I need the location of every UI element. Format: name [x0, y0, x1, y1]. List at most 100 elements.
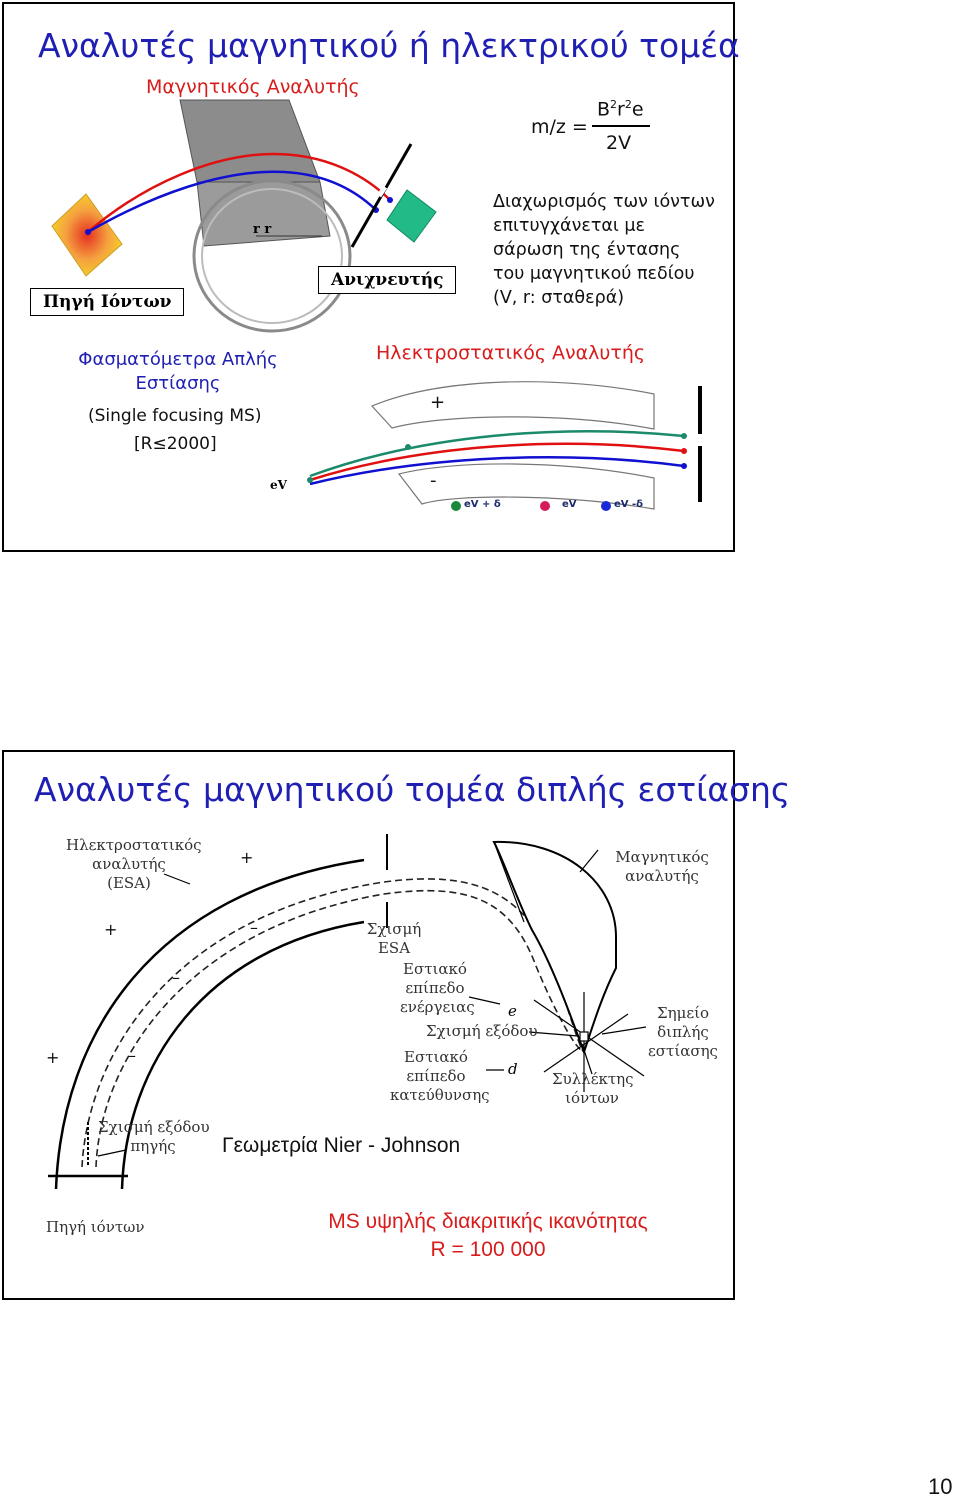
nier-johnson-geometry: Γεωμετρία Nier - Johnson: [222, 1134, 461, 1157]
formula-numerator: B2r2e: [597, 98, 644, 120]
ion-collector-line-1: Συλλέκτης: [552, 1070, 634, 1088]
ion-beam-red: [87, 152, 391, 233]
formula-sup1: 2: [610, 98, 618, 111]
formula-lhs: m/z =: [531, 116, 588, 138]
beam-end-red: [387, 197, 393, 203]
energy-plane-line-2: επίπεδο: [405, 979, 465, 997]
field-circle-outer: [192, 179, 352, 333]
esa-label: Ηλεκτροστατικός αναλυτής (ESA): [66, 836, 202, 893]
legend-label-ev-plus: eV + δ: [464, 499, 501, 510]
single-focus-heading: Φασματόμετρα Απλής Εστίασης: [66, 348, 290, 396]
formula-sup2: 2: [624, 98, 632, 111]
high-res-value: R = 100 000: [430, 1238, 546, 1261]
esa-dot-3: [681, 448, 687, 454]
slide-single-focusing: Αναλυτές μαγνητικού ή ηλεκτρικού τομέα Μ…: [2, 2, 740, 552]
magnetic-label-line-2: αναλυτής: [625, 867, 699, 885]
radius-label: r r: [253, 222, 272, 237]
d-label: d: [508, 1060, 518, 1078]
description-line-3: σάρωση της έντασης: [493, 240, 681, 260]
formula-e: e: [631, 98, 644, 121]
source-exit-slit-label: Σχισμή εξόδου πηγής: [98, 1118, 210, 1156]
description-line-1: Διαχωρισμός των ιόντων: [493, 192, 715, 212]
ion-beam-blue: [87, 170, 377, 234]
magnetic-analyzer-label-2: Μαγνητικός αναλυτής: [614, 848, 710, 886]
plus-sign-2: +: [104, 920, 118, 939]
single-focus-line-1: Φασματόμετρα Απλής: [78, 349, 278, 370]
ion-collector-label: Συλλέκτης ιόντων: [552, 1070, 634, 1108]
double-focus-arrow: [601, 1026, 647, 1035]
direction-plane-line-1: Εστιακό: [404, 1048, 468, 1066]
formula-r: r: [617, 98, 625, 121]
collector-box: [579, 1031, 589, 1042]
esa-inner-plate: [120, 920, 365, 1190]
esa-minus-sign: -: [430, 470, 437, 491]
ev-label: eV: [270, 478, 287, 492]
esa-dot-2: [681, 433, 687, 439]
legend-dot-pink: [540, 501, 550, 511]
legend-label-ev-minus: eV -δ: [614, 499, 644, 510]
direction-plane-line-2: επίπεδο: [406, 1067, 466, 1085]
esa-beam-origin: [307, 477, 313, 483]
magnet-pole-piece: [179, 99, 321, 183]
electrostatic-analyzer-label: Ηλεκτροστατικός Αναλυτής: [376, 342, 646, 364]
esa-beam-blue: [309, 456, 685, 486]
ion-source-block: [51, 193, 123, 277]
slit-gap: [376, 185, 388, 198]
esa-label-line-2: αναλυτής: [92, 855, 166, 873]
high-res-line: MS υψηλής διακριτικής ικανότητας: [328, 1210, 648, 1233]
energy-plane-line-3: ενέργειας: [400, 998, 475, 1016]
page-number: 10: [928, 1474, 953, 1499]
magnetic-sector: [492, 840, 617, 1056]
minus-sign-1: –: [250, 918, 258, 937]
esa-outer-plate: [54, 858, 365, 1190]
minus-sign-2: –: [172, 968, 180, 987]
legend-label-ev: eV: [562, 499, 577, 510]
double-focus-point-label: Σημείο διπλής εστίασης: [648, 1004, 718, 1061]
double-focus-line-3: εστίασης: [648, 1042, 718, 1060]
resolution-symbol: ≤: [152, 434, 167, 454]
magnet-arrow: [579, 849, 599, 873]
magnet-edge: [493, 841, 525, 923]
collector-arrow: [581, 1043, 593, 1075]
description-line-5: (V, r: σταθερά): [493, 288, 625, 308]
esa-upper-plate: [370, 381, 655, 430]
beam-origin: [85, 229, 91, 235]
magnetic-analyzer-label: Μαγνητικός Αναλυτής: [146, 76, 360, 98]
esa-arrow: [163, 873, 191, 885]
legend-dot-blue: [601, 501, 611, 511]
direction-focal-plane-label: Εστιακό επίπεδο κατεύθυνσης: [390, 1048, 490, 1105]
exit-slit-arrow: [528, 1031, 579, 1037]
e-label: e: [508, 1002, 517, 1020]
detector-label: Ανιχνευτής: [318, 266, 457, 294]
legend-dot-green: [451, 501, 461, 511]
formula-denominator: 2V: [606, 132, 632, 154]
ion-source-label: Πηγή Ιόντων: [30, 288, 185, 316]
source-slit-arrow: [97, 1149, 127, 1157]
direction-plane-line-3: κατεύθυνσης: [390, 1086, 490, 1104]
energy-focal-plane-label: Εστιακό επίπεδο ενέργειας: [400, 960, 475, 1017]
esa-lower-plate: [397, 463, 655, 510]
esa-beam-green: [309, 430, 685, 478]
source-slit-line-2: πηγής: [130, 1137, 176, 1155]
esa-dot-1: [405, 444, 411, 450]
plus-sign-1: +: [240, 848, 254, 867]
single-focusing-diagram: [51, 99, 703, 511]
slide1-title: Αναλυτές μαγνητικού ή ηλεκτρικού τομέα: [38, 26, 740, 65]
plus-sign-3: +: [46, 1048, 60, 1067]
high-resolution-note: MS υψηλής διακριτικής ικανότητας R = 100…: [300, 1208, 676, 1264]
esa-plus-sign: +: [430, 392, 446, 413]
source-slit-line-1: Σχισμή εξόδου: [98, 1118, 210, 1136]
esa-slit-line-1: Σχισμή: [366, 920, 422, 938]
single-focus-line-2: Εστίασης: [135, 373, 221, 394]
energy-plane-line-1: Εστιακό: [403, 960, 467, 978]
double-focus-line-2: διπλής: [657, 1023, 709, 1041]
exit-slit-label: Σχισμή εξόδου: [426, 1022, 538, 1040]
minus-sign-3: –: [128, 1046, 136, 1065]
esa-slit-line-2: ESA: [377, 939, 411, 957]
magnetic-label-line-1: Μαγνητικός: [615, 848, 709, 866]
esa-label-line-3: (ESA): [107, 874, 151, 892]
single-focus-english: (Single focusing MS): [88, 406, 262, 426]
resolution-note: [R≤2000]: [134, 434, 217, 454]
focal-line-1: [533, 999, 645, 1077]
formula-b: B: [597, 98, 611, 121]
